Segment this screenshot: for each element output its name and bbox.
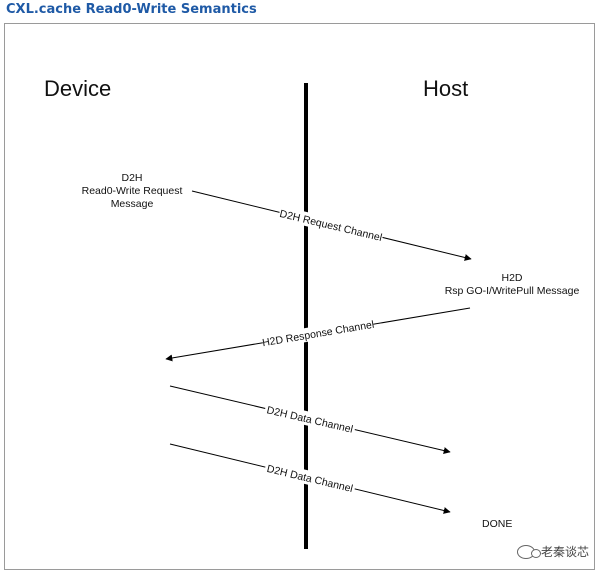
watermark: 老秦谈芯 [516, 543, 589, 560]
h2d-response-line1: H2D [501, 272, 523, 284]
d2h-request-line1: D2H [121, 172, 143, 184]
diagram-frame [4, 23, 595, 570]
h2d-response-channel-label: H2D Response Channel [261, 319, 375, 350]
watermark-text: 老秦谈芯 [540, 545, 589, 559]
done-label: DONE [482, 518, 513, 530]
d2h-data-channel-label-1: D2H Data Channel [265, 404, 354, 436]
host-label: Host [423, 76, 469, 101]
h2d-response-line2: Rsp GO-I/WritePull Message [444, 285, 580, 297]
diagram-title: CXL.cache Read0-Write Semantics [6, 2, 257, 17]
d2h-request-channel-label: D2H Request Channel [278, 208, 383, 244]
h2d-response-message-label: H2D Rsp GO-I/WritePull Message [432, 272, 592, 298]
device-label: Device [44, 76, 112, 101]
d2h-request-line2: Read0-Write Request [81, 185, 183, 197]
chat-bubble-icon [516, 544, 541, 559]
d2h-request-message-label: D2H Read0-Write Request Message [66, 172, 198, 211]
d2h-request-line3: Message [110, 198, 154, 210]
